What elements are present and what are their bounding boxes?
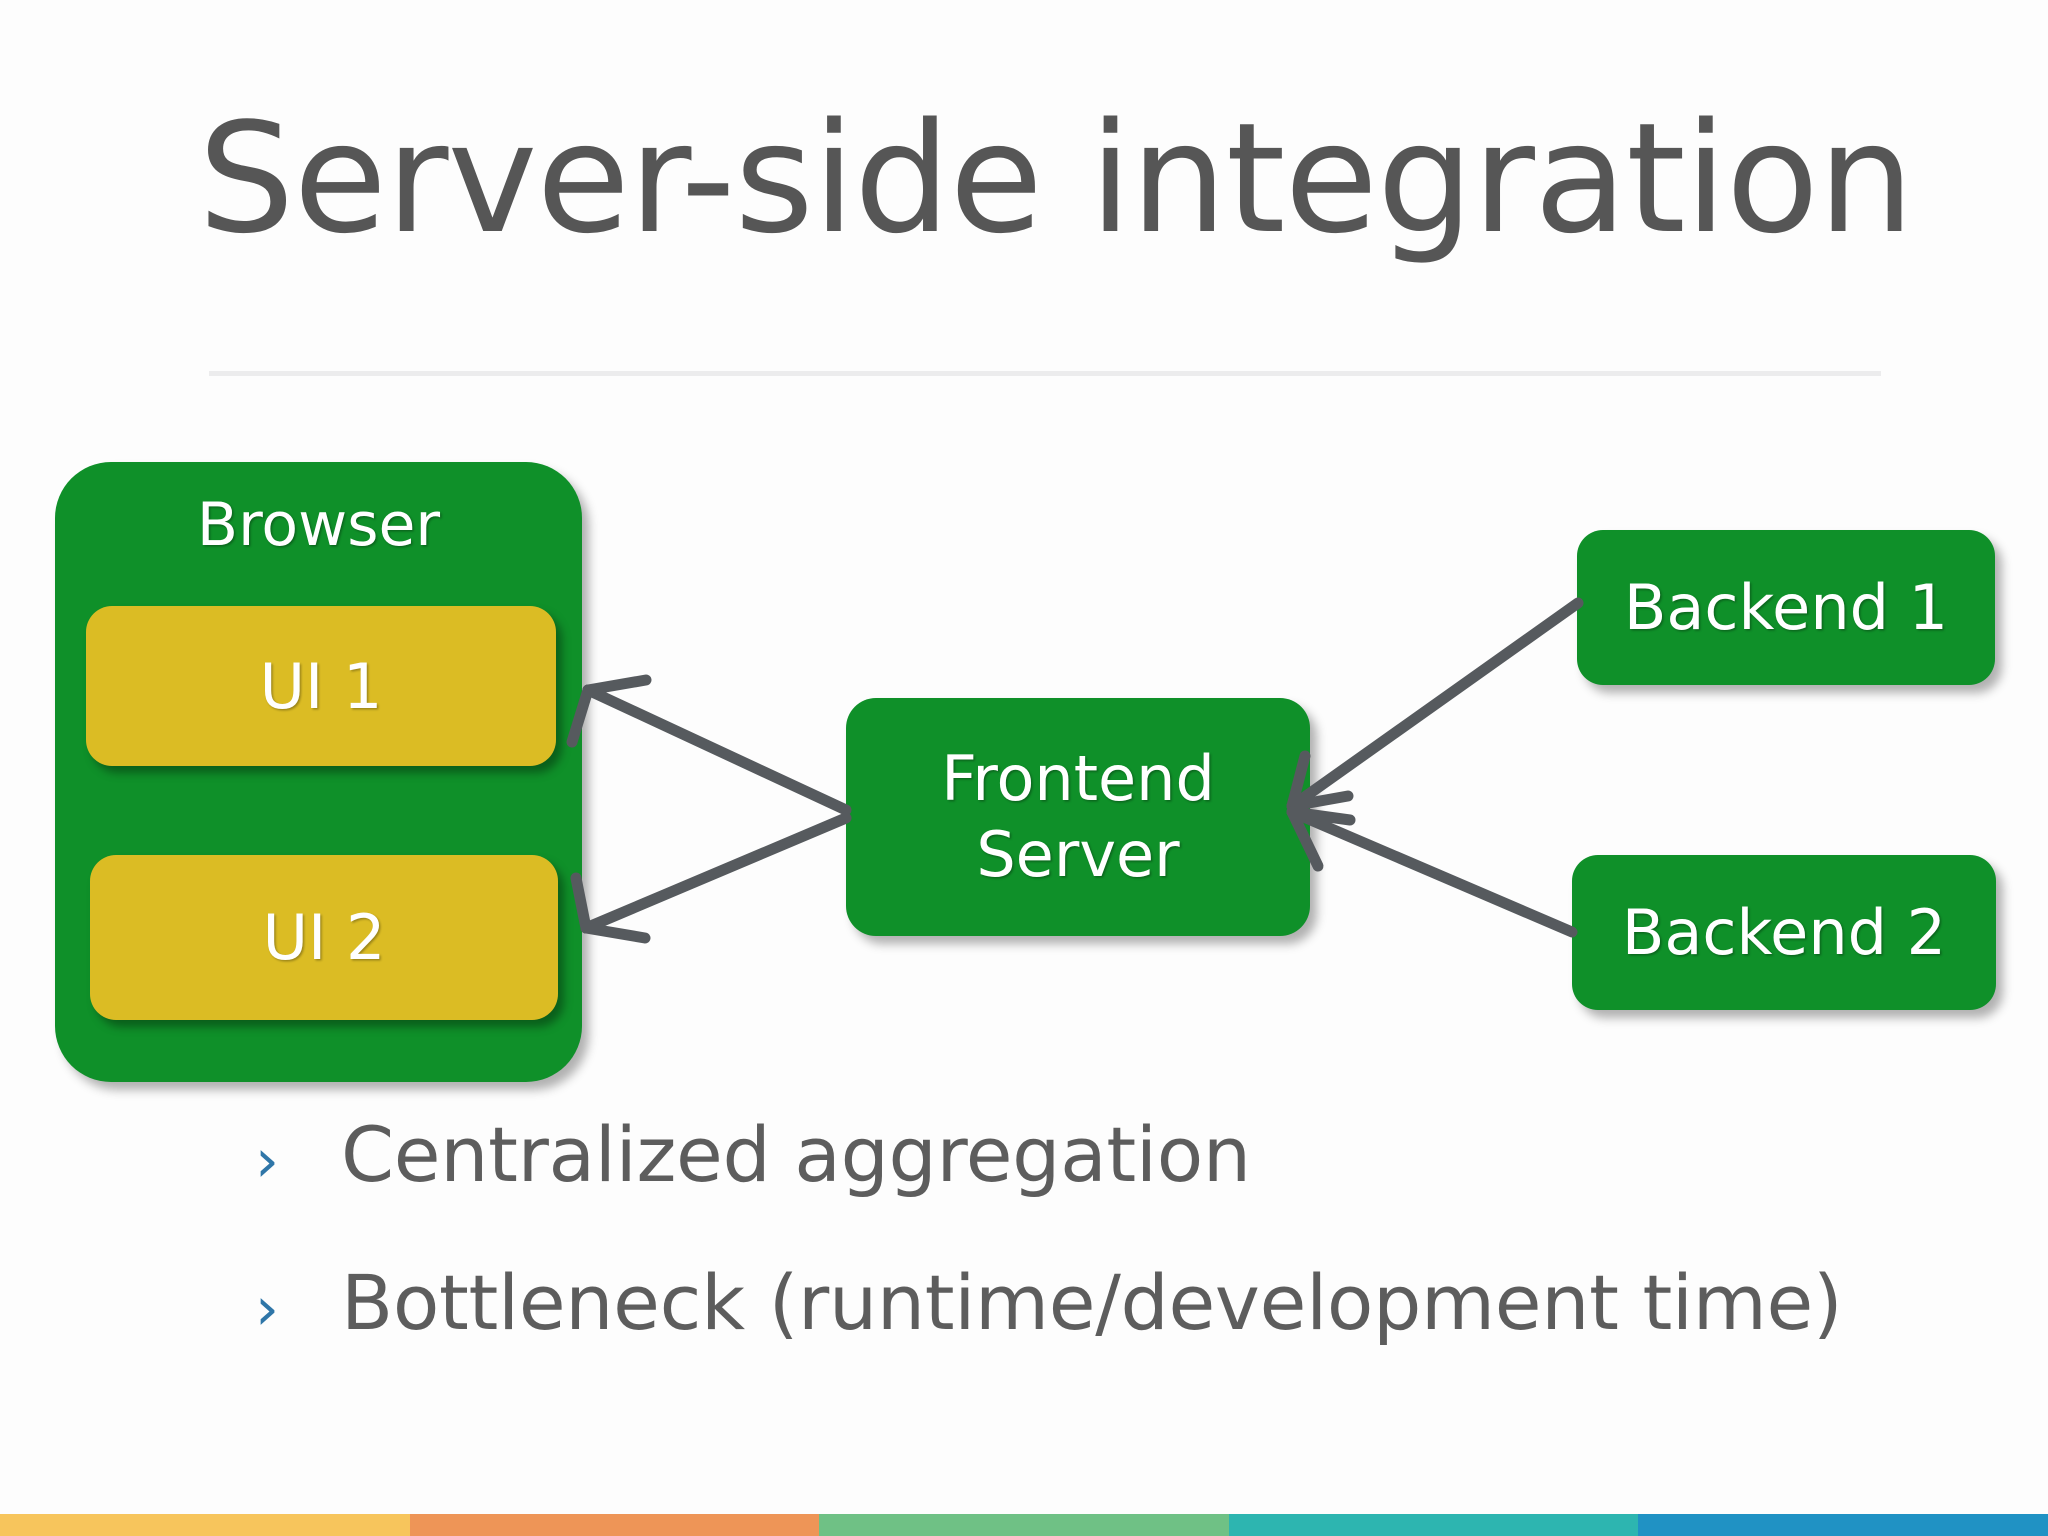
backend-1-node: Backend 1 xyxy=(1577,530,1995,685)
frontend-server-label-line2: Server xyxy=(976,818,1180,891)
frontend-server-label-line1: Frontend xyxy=(941,742,1215,816)
bottom-bar-segment-teal xyxy=(1228,1514,1639,1536)
arrow-backend1-to-frontend xyxy=(1286,597,1584,812)
arrow-frontend-to-ui1 xyxy=(566,674,852,816)
chevron-right-icon: › xyxy=(255,1126,279,1196)
frontend-server-node: Frontend Server xyxy=(846,698,1310,936)
bottom-bar-segment-blue xyxy=(1638,1514,2048,1536)
list-item: › Bottleneck (runtime/development time) xyxy=(255,1258,1855,1406)
bottom-bar-segment-yellow xyxy=(0,1514,410,1536)
bullet-item-0-text: Centralized aggregation xyxy=(341,1110,1251,1199)
backend-1-label: Backend 1 xyxy=(1623,571,1949,644)
page-title: Server-side integration xyxy=(198,90,1914,267)
browser-node-label: Browser xyxy=(196,490,441,560)
title-divider xyxy=(209,371,1881,376)
bullet-item-1-text: Bottleneck (runtime/development time) xyxy=(341,1258,1843,1347)
ui-1-node: UI 1 xyxy=(86,606,556,766)
backend-2-label: Backend 2 xyxy=(1621,896,1947,969)
ui-2-label: UI 2 xyxy=(262,901,386,974)
bottom-bar-segment-green xyxy=(819,1514,1229,1536)
backend-2-node: Backend 2 xyxy=(1572,855,1996,1010)
bullet-list: › Centralized aggregation › Bottleneck (… xyxy=(255,1110,1855,1406)
bottom-bar-segment-orange xyxy=(409,1514,820,1536)
list-item: › Centralized aggregation xyxy=(255,1110,1855,1258)
chevron-right-icon: › xyxy=(255,1274,279,1344)
ui-1-label: UI 1 xyxy=(259,649,383,723)
arrow-backend2-to-frontend xyxy=(1286,806,1578,938)
ui-2-node: UI 2 xyxy=(90,855,558,1020)
arrow-frontend-to-ui2 xyxy=(570,812,852,944)
bottom-color-bar xyxy=(0,1514,2048,1536)
